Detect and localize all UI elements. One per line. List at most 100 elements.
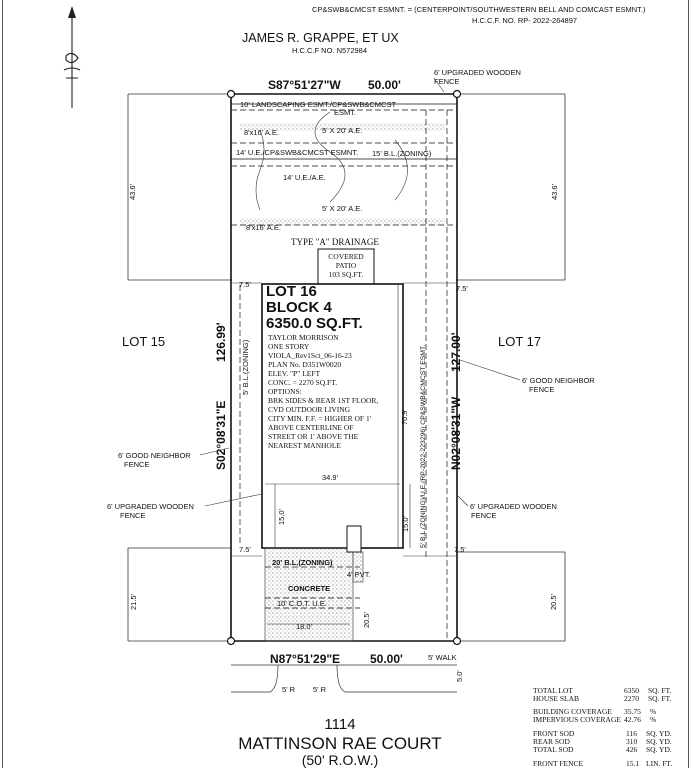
front-right-dim: 20.5' — [549, 593, 558, 610]
rear-depth-right: 43.6' — [550, 183, 559, 200]
ae-5x20-top: 5' X 20' A.E. — [322, 126, 362, 135]
fence-right-gn-2: FENCE — [529, 385, 554, 394]
svg-text:42.76: 42.76 — [624, 715, 641, 724]
hccf-definition: H.C.C.F. NO. RP- 2022-264897 — [472, 16, 577, 25]
svg-text:6350: 6350 — [624, 686, 639, 695]
right-ue-label: 5' B.L.(ZONING)/U.E.(RP-2022-223296) CP&… — [420, 345, 427, 548]
lot-15-label: LOT 15 — [122, 334, 165, 349]
svg-text:CONC. = 2270 SQ.FT.: CONC. = 2270 SQ.FT. — [268, 378, 337, 387]
svg-text:VIOLA_Rev1Sct_06-16-23: VIOLA_Rev1Sct_06-16-23 — [268, 351, 352, 360]
frame-left-edge — [2, 0, 3, 768]
svg-text:HOUSE SLAB: HOUSE SLAB — [533, 694, 579, 703]
landscaping-esmt: 10' LANDSCAPING ESMT./CP&SWB&CMCST — [240, 100, 396, 109]
svg-text:SQ. FT.: SQ. FT. — [648, 686, 672, 695]
cot-ue-label: 10' C.O.T. U.E. — [277, 599, 327, 608]
svg-text:PLAN No. D351W0020: PLAN No. D351W0020 — [268, 360, 341, 369]
svg-text:FRONT SOD: FRONT SOD — [533, 729, 575, 738]
lot-17-label: LOT 17 — [498, 334, 541, 349]
north-arrow-icon — [63, 6, 81, 108]
svg-text:FRONT FENCE: FRONT FENCE — [533, 759, 583, 768]
owner-hccf: H.C.C.F NO. N572984 — [292, 46, 367, 55]
svg-text:TOTAL SOD: TOTAL SOD — [533, 745, 574, 754]
svg-text:SQ. YD.: SQ. YD. — [646, 729, 672, 738]
front-right-15: 15.0' — [401, 515, 410, 532]
fence-left-uw-1: 6' UPGRADED WOODEN — [107, 502, 194, 511]
esmt-definition: CP&SWB&CMCST ESMNT. = (CENTERPOINT/SOUTH… — [312, 5, 646, 14]
fence-left-uw-2: FENCE — [120, 511, 145, 520]
lot-area: 6350.0 SQ.FT. — [266, 315, 363, 332]
frame-right-edge — [688, 0, 689, 768]
patio-line-3: 103 SQ.FT. — [329, 270, 364, 279]
svg-text:LIN. FT.: LIN. FT. — [646, 759, 672, 768]
bl-20-front: 20' B.L.(ZONING) — [272, 558, 333, 567]
front-left-15: 15.0' — [277, 508, 286, 525]
svg-text:STREET OR 1' ABOVE THE: STREET OR 1' ABOVE THE — [268, 432, 359, 441]
ae-8x16-top: 8'x16' A.E. — [244, 128, 279, 137]
bottom-distance: 50.00' — [370, 652, 403, 666]
bl-15-zoning: 15' B.L.(ZONING) — [372, 149, 432, 158]
svg-text:ABOVE CENTERLINE OF: ABOVE CENTERLINE OF — [268, 423, 353, 432]
ue-ae-14: 14' U.E./A.E. — [283, 173, 326, 182]
svg-text:35.75: 35.75 — [624, 707, 641, 716]
lot-number: LOT 16 — [266, 283, 317, 300]
svg-text:TOTAL LOT: TOTAL LOT — [533, 686, 573, 695]
svg-text:2270: 2270 — [624, 694, 639, 703]
lot-details: TAYLOR MORRISON ONE STORY VIOLA_Rev1Sct_… — [268, 333, 378, 450]
svg-text:%: % — [650, 707, 656, 716]
right-distance: 127.00' — [449, 332, 463, 372]
svg-text:IMPERVIOUS COVERAGE: IMPERVIOUS COVERAGE — [533, 715, 621, 724]
svg-text:TAYLOR MORRISON: TAYLOR MORRISON — [268, 333, 339, 342]
address-row: (50' R.O.W.) — [302, 752, 379, 768]
radius-right: 5' R — [313, 685, 327, 694]
house-width: 34.9' — [322, 473, 339, 482]
concrete-label: CONCRETE — [288, 584, 330, 593]
svg-text:SQ. YD.: SQ. YD. — [646, 737, 672, 746]
walk-depth: 5.0' — [455, 670, 464, 682]
side-right-bottom: 7.5' — [454, 545, 466, 554]
svg-text:CVD OUTDOOR LIVING: CVD OUTDOOR LIVING — [268, 405, 351, 414]
svg-text:SQ. FT.: SQ. FT. — [648, 694, 672, 703]
fence-right-uw-2: FENCE — [471, 511, 496, 520]
ae-8x16-mid: 8'x16' A.E. — [246, 223, 281, 232]
right-bearing: N02°08'31"W — [449, 396, 463, 470]
svg-text:NEAREST MANHOLE: NEAREST MANHOLE — [268, 441, 341, 450]
ae-5x20-mid: 5' X 20' A.E. — [322, 204, 362, 213]
fence-right-uw-1: 6' UPGRADED WOODEN — [470, 502, 557, 511]
top-bearing: S87°51'27"W — [268, 78, 341, 92]
svg-text:BUILDING COVERAGE: BUILDING COVERAGE — [533, 707, 612, 716]
fence-top-line-2: FENCE — [434, 77, 459, 86]
patio-line-2: PATIO — [336, 261, 357, 270]
pvt-label: 4' PVT. — [347, 570, 371, 579]
house-depth: 70.9' — [400, 408, 409, 425]
bl-5-left: 5' B.L.(ZONING) — [241, 339, 250, 395]
svg-text:310: 310 — [626, 737, 638, 746]
driveway — [264, 547, 354, 642]
fence-left-gn-1: 6' GOOD NEIGHBOR — [118, 451, 191, 460]
fence-left-gn-2: FENCE — [124, 460, 149, 469]
patio-line-1: COVERED — [328, 252, 364, 261]
side-right-top: 7.5' — [456, 284, 468, 293]
drainage-label: TYPE "A" DRAINAGE — [291, 237, 379, 247]
coverage-table: TOTAL LOT 6350 SQ. FT. HOUSE SLAB 2270 S… — [533, 686, 672, 768]
ue-14-esmnt: 14' U.E./CP&SWB&CMCST ESMNT. — [236, 148, 358, 157]
svg-text:SQ. YD.: SQ. YD. — [646, 745, 672, 754]
bottom-bearing: N87°51'29"E — [270, 652, 340, 666]
svg-text:116: 116 — [626, 729, 637, 738]
svg-text:ELEV. "P" LEFT: ELEV. "P" LEFT — [268, 369, 320, 378]
svg-text:OPTIONS:: OPTIONS: — [268, 387, 302, 396]
svg-text:%: % — [650, 715, 656, 724]
rear-depth-left: 43.6' — [128, 183, 137, 200]
drive-width: 18.0' — [296, 622, 313, 631]
svg-text:REAR SOD: REAR SOD — [533, 737, 570, 746]
left-distance: 126.99' — [214, 322, 228, 362]
landscaping-esmt-cont: ESMT. — [334, 108, 356, 117]
svg-text:426: 426 — [626, 745, 638, 754]
svg-text:ONE STORY: ONE STORY — [268, 342, 310, 351]
fence-right-gn-1: 6' GOOD NEIGHBOR — [522, 376, 595, 385]
sidewalk-label: 5' WALK — [428, 653, 457, 662]
address-number: 1114 — [324, 716, 355, 733]
left-bearing: S02°08'31"E — [214, 401, 228, 470]
side-left-bottom: 7.5' — [239, 545, 251, 554]
drive-depth: 20.5' — [362, 611, 371, 628]
